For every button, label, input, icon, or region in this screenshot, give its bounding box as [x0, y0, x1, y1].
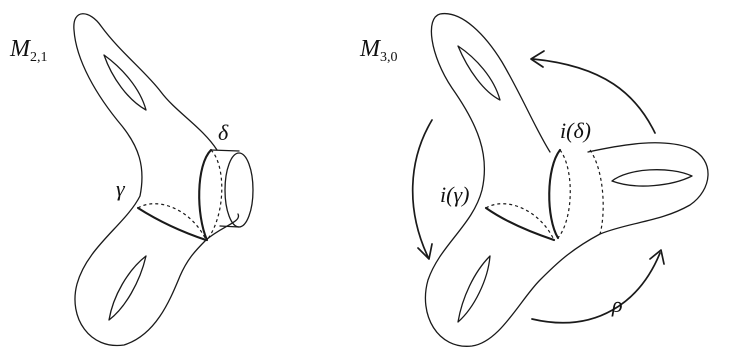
- m30-label-main: M: [360, 36, 380, 62]
- rotation-arrow-bottom: [531, 252, 661, 324]
- surface-m21-outline: [73, 13, 240, 347]
- i-delta-curve-back: [557, 149, 571, 239]
- rotation-arrows: [411, 50, 665, 324]
- i-gamma-curve-front: [484, 206, 556, 242]
- surface-m21-tube-top: [210, 149, 240, 152]
- i-delta-translate-back: [589, 149, 604, 235]
- surface-m21-top-hole: [103, 54, 147, 111]
- surface-m30-outline: [424, 13, 709, 347]
- m30-label: M3,0: [360, 36, 398, 66]
- i-delta-curve-front: [548, 148, 562, 240]
- m21-label-subscript: 2,1: [30, 50, 48, 65]
- i-gamma-curve-back: [485, 203, 555, 241]
- surface-m21: [73, 13, 254, 347]
- surface-m21-bottom-hole: [108, 255, 147, 321]
- surface-m30-right-hole: [611, 169, 693, 187]
- surface-m30-bottom-hole: [457, 255, 491, 323]
- delta-curve-back: [206, 149, 223, 241]
- gamma-curve-back: [137, 203, 207, 241]
- m21-label: M2,1: [10, 36, 48, 66]
- surface-m30: [424, 13, 709, 347]
- rotation-arrowhead-left: [417, 243, 433, 260]
- i-gamma-label: i(γ): [440, 182, 470, 207]
- surface-m30-top-hole: [457, 45, 501, 101]
- gamma-label: γ: [116, 176, 125, 201]
- gamma-curve-front: [136, 206, 208, 242]
- delta-label: δ: [218, 120, 229, 145]
- rho-label: ρ: [612, 292, 623, 317]
- m21-label-main: M: [10, 36, 30, 62]
- rotation-arrowhead-top: [530, 50, 545, 68]
- rotation-arrowhead-bottom: [649, 249, 665, 265]
- rotation-arrow-top: [532, 58, 656, 134]
- surface-m21-tube-bottom: [219, 225, 240, 228]
- rotation-arrow-left: [411, 119, 433, 258]
- delta-curve-front: [198, 148, 213, 242]
- m30-label-subscript: 3,0: [380, 50, 398, 65]
- i-delta-label: i(δ): [560, 118, 591, 143]
